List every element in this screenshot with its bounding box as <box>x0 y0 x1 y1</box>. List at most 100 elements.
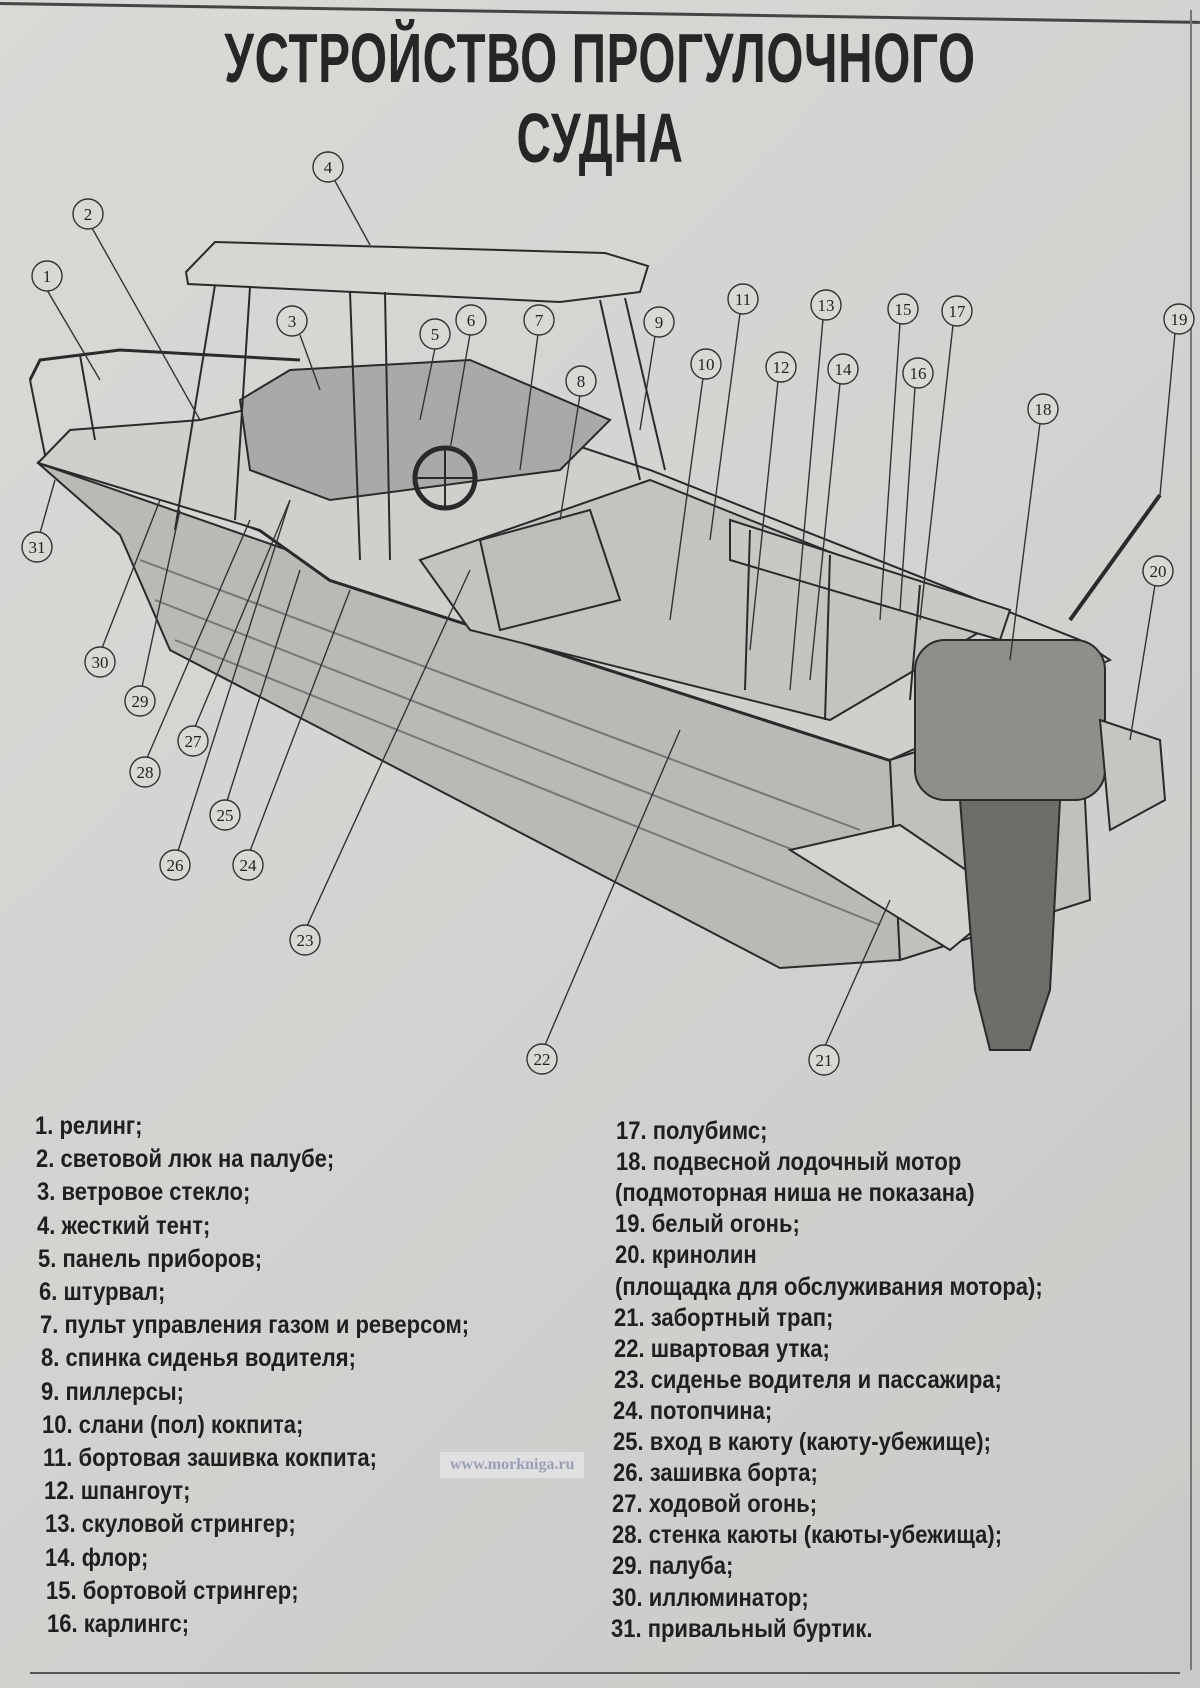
white-light-pole <box>1068 493 1162 622</box>
frame <box>909 584 921 701</box>
callout-31: 31 <box>21 531 53 563</box>
callout-2: 2 <box>72 198 104 230</box>
callout-number: 25 <box>217 806 234 825</box>
callout-number: 20 <box>1150 562 1167 581</box>
legend-item: 4. жесткий тент; <box>37 1211 211 1240</box>
hull-hatching <box>139 559 861 831</box>
callout-11: 11 <box>727 283 759 315</box>
callout-17: 17 <box>941 295 973 327</box>
hull-hatching <box>174 639 881 926</box>
callout-6: 6 <box>455 304 487 336</box>
legend-item: 28. стенка каюты (каюты-убежища); <box>612 1521 1003 1550</box>
hull-hatching <box>154 599 871 881</box>
callout-number: 16 <box>910 364 927 383</box>
outboard-motor-cowl <box>914 639 1106 801</box>
callout-circle <box>177 725 209 757</box>
callout-number: 29 <box>132 692 149 711</box>
callout-5: 5 <box>419 318 451 350</box>
callout-24: 24 <box>232 849 264 881</box>
callout-circle <box>690 348 722 380</box>
callout-25: 25 <box>209 799 241 831</box>
legend-item: 6. штурвал; <box>39 1278 166 1306</box>
legend-item: 12. шпангоут; <box>43 1477 191 1506</box>
legend-item: 5. панель приборов; <box>38 1244 263 1273</box>
swim-platform <box>1098 718 1167 832</box>
legend-item: 18. подвесной лодочный мотор <box>615 1148 961 1177</box>
callout-circle <box>643 306 675 338</box>
legend-item: 2. световой люк на палубе; <box>35 1145 335 1174</box>
legend-item: (площадка для обслуживания мотора); <box>614 1272 1043 1301</box>
callout-circle <box>827 353 859 385</box>
callout-number: 13 <box>818 296 835 315</box>
callout-number: 11 <box>735 290 751 309</box>
legend-item: 25. вход в каюту (каюту-убежище); <box>613 1428 991 1456</box>
callout-16: 16 <box>902 357 934 389</box>
legend-item: 3. ветровое стекло; <box>36 1178 250 1207</box>
pillar <box>349 291 361 561</box>
callout-number: 2 <box>84 205 93 224</box>
legend-item: 20. кринолин <box>614 1241 757 1270</box>
callout-circle <box>289 924 321 956</box>
callout-18: 18 <box>1027 393 1059 425</box>
legend-item: 19. белый огонь; <box>615 1210 800 1239</box>
legend-item: 21. забортный трап; <box>614 1303 834 1332</box>
legend-item: 23. сиденье водителя и пассажира; <box>613 1365 1002 1394</box>
callout-circle <box>565 365 597 397</box>
poster-title: УСТРОЙСТВО ПРОГУЛОЧНОГО СУДНА <box>224 19 976 177</box>
legend-item: 14. флор; <box>45 1543 149 1572</box>
bow-rail-post <box>29 379 46 456</box>
callout-13: 13 <box>810 289 842 321</box>
callout-circle <box>1163 303 1195 335</box>
callout-circle <box>312 151 344 183</box>
callout-number: 18 <box>1035 400 1052 419</box>
legend-item: 8. спинка сиденья водителя; <box>40 1344 356 1373</box>
callout-number: 19 <box>1171 310 1188 329</box>
callout-number: 23 <box>297 931 314 950</box>
callout-1: 1 <box>31 260 63 292</box>
seat <box>478 508 622 632</box>
callout-circle <box>765 351 797 383</box>
legend-item: 11. бортовая зашивка кокпита; <box>43 1444 377 1472</box>
leader-lines <box>39 180 1176 1047</box>
callout-15: 15 <box>887 293 919 325</box>
callout-12: 12 <box>765 351 797 383</box>
outboard-motor-leg <box>958 799 1062 1051</box>
legend-item: 30. иллюминатор; <box>611 1583 809 1612</box>
legend-item: 26. зашивка борта; <box>612 1459 818 1488</box>
poster-right-edge <box>1190 10 1192 1670</box>
callout-circle <box>21 531 53 563</box>
callout-number: 17 <box>949 302 967 321</box>
legend-item: 1. релинг; <box>35 1112 143 1140</box>
callout-circle <box>887 293 919 325</box>
callout-number: 12 <box>773 358 790 377</box>
callout-27: 27 <box>177 725 209 757</box>
callout-8: 8 <box>565 365 597 397</box>
windshield <box>238 358 612 502</box>
frame <box>744 529 751 691</box>
callout-number: 21 <box>816 1051 833 1070</box>
callout-number: 27 <box>185 732 203 751</box>
watermark: www.morkniga.ru <box>440 1452 585 1478</box>
legend-item: 29. палуба; <box>611 1552 734 1581</box>
callout-number: 8 <box>577 372 586 391</box>
callout-circle <box>810 289 842 321</box>
callout-22: 22 <box>526 1043 558 1075</box>
callout-number: 4 <box>324 158 333 177</box>
callout-number: 26 <box>167 856 184 875</box>
callout-number: 1 <box>43 267 52 286</box>
callout-number: 10 <box>698 355 715 374</box>
callout-circle <box>1142 555 1174 587</box>
callout-circle <box>159 849 191 881</box>
callout-29: 29 <box>124 685 156 717</box>
callout-3: 3 <box>276 305 308 337</box>
legend-item: 31. привальный буртик. <box>611 1614 873 1643</box>
legend-item: 24. потопчина; <box>613 1396 773 1425</box>
legend-item: 22. швартовая утка; <box>613 1334 830 1363</box>
callout-circle <box>84 646 116 678</box>
callout-number: 6 <box>467 311 476 330</box>
legend-item: 15. бортовой стрингер; <box>46 1576 299 1605</box>
callout-19: 19 <box>1163 303 1195 335</box>
legend-item: 27. ходовой огонь; <box>612 1490 818 1519</box>
